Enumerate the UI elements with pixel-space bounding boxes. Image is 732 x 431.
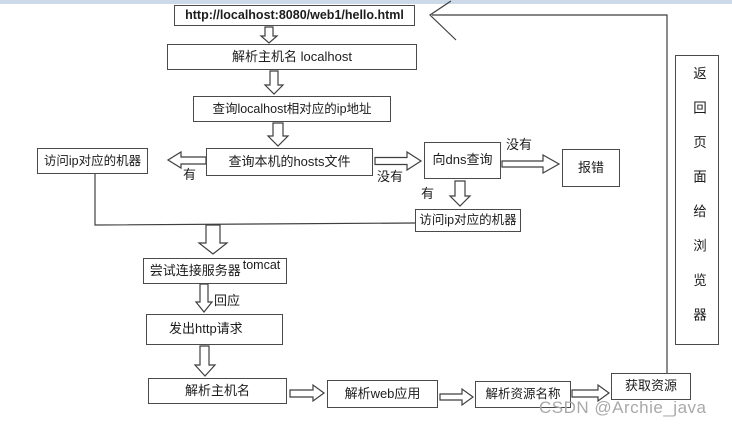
node-connect-server-label: 尝试连接服务器 (149, 262, 241, 278)
node-access-ip-machine-right: 访问ip对应的机器 (415, 209, 521, 232)
node-parse-hostname-top: 解析主机名 localhost (167, 44, 417, 70)
node-access-ip-machine-left: 访问ip对应的机器 (37, 148, 148, 174)
arrow-merge-to-tomcat-icon (197, 224, 229, 255)
node-query-localhost-ip: 查询localhost相对应的ip地址 (193, 96, 391, 122)
arrow-dns-to-access-right-icon (448, 180, 472, 207)
arrow-resource-to-get-icon (571, 383, 611, 403)
node-connect-server-tomcat: 尝试连接服务器 tomcat (143, 258, 287, 284)
arrow-dns-to-error-icon (501, 153, 561, 175)
node-url: http://localhost:8080/web1/hello.html (174, 5, 415, 26)
node-query-hosts-file: 查询本机的hosts文件 (206, 148, 373, 176)
arrow-http-to-parse-hostname-icon (193, 345, 217, 377)
arrow-webapp-to-resource-icon (439, 387, 475, 407)
node-parse-resource-name: 解析资源名称 (475, 381, 571, 408)
arrow-query-ip-to-hosts-icon (266, 122, 290, 147)
node-error: 报错 (562, 149, 620, 187)
window-top-strip (0, 0, 732, 4)
edge-label-dns-yes: 有 (421, 186, 435, 201)
arrow-parse-hostname-to-webapp-icon (289, 383, 326, 403)
arrowhead-return-to-url-icon (429, 0, 457, 41)
arrow-tomcat-to-http-icon (194, 283, 214, 313)
edge-label-dns-no: 没有 (506, 137, 533, 152)
node-connect-server-sup: tomcat (242, 257, 281, 272)
line-access-left-merge (94, 173, 416, 226)
node-dns-query: 向dns查询 (424, 142, 501, 179)
node-parse-hostname-bottom: 解析主机名 (148, 378, 287, 404)
arrow-hosts-to-access-left-icon (166, 150, 207, 170)
node-return-page-to-browser: 返回页面给浏览器 (675, 55, 719, 345)
csdn-watermark: CSDN @Archie_java (539, 398, 707, 417)
edge-label-response: 回应 (214, 293, 241, 308)
edge-label-hosts-yes: 有 (183, 167, 197, 182)
node-parse-webapp: 解析web应用 (327, 380, 438, 408)
arrow-url-to-parse-hostname-icon (259, 26, 279, 44)
arrow-hosts-to-dns-icon (374, 150, 423, 172)
line-return-to-url (432, 14, 668, 373)
node-http-request: 发出http请求 (146, 314, 283, 345)
node-get-resource: 获取资源 (611, 373, 691, 400)
edge-label-hosts-no: 没有 (377, 169, 404, 184)
arrow-parse-hostname-to-query-ip-icon (263, 70, 285, 95)
